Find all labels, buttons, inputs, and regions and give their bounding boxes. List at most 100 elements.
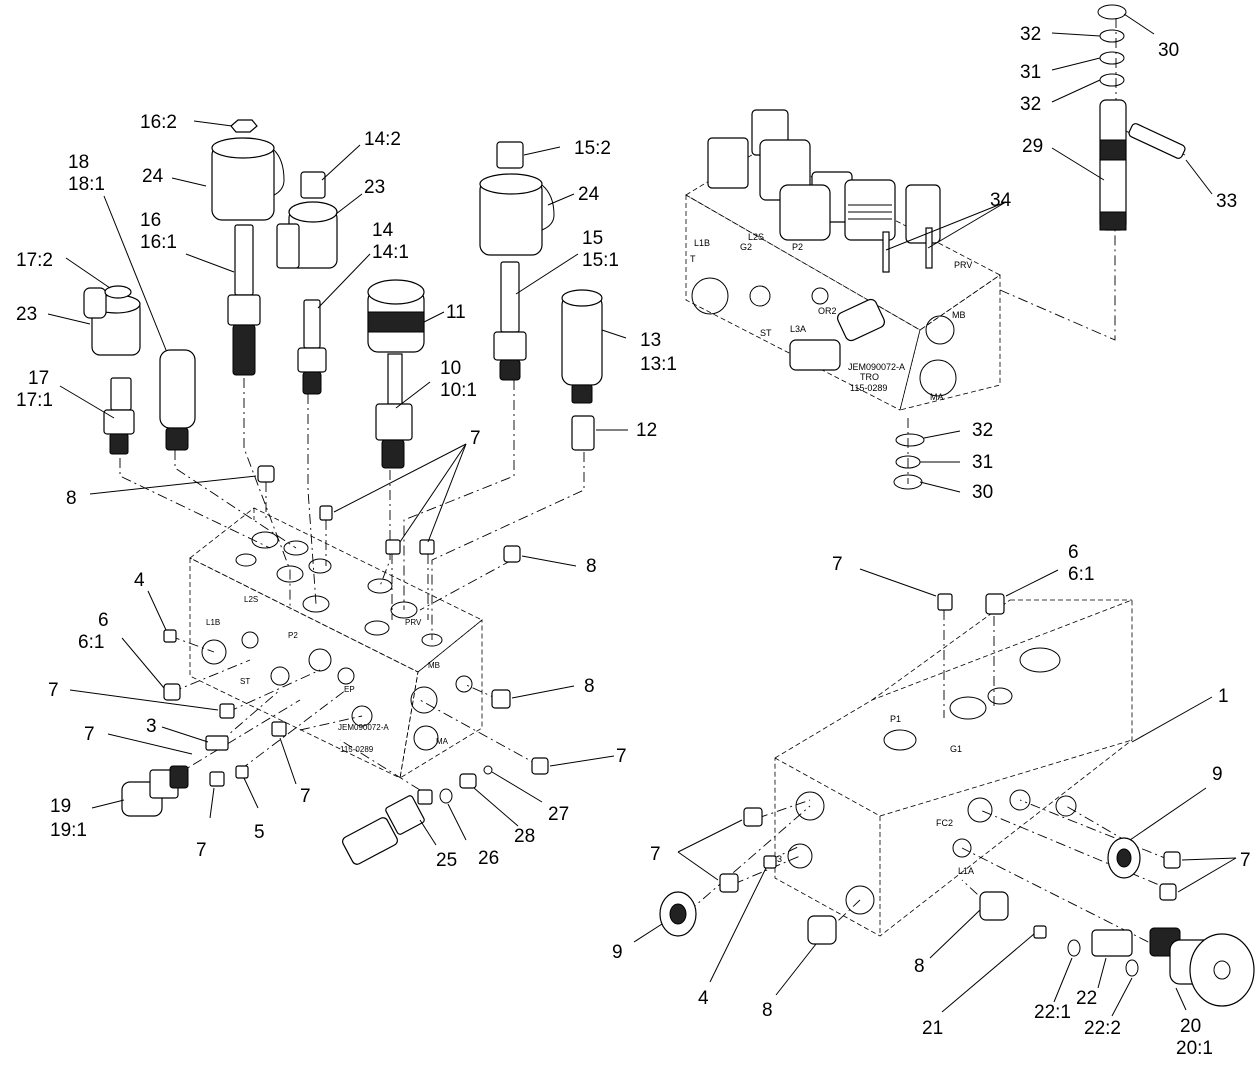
port-label: OR2 bbox=[818, 306, 837, 316]
callout-17-2: 17:2 bbox=[16, 250, 53, 271]
port-label: MA bbox=[436, 737, 449, 746]
cartridge-17 bbox=[103, 377, 135, 455]
callout-34: 34 bbox=[990, 190, 1012, 211]
spacer-28 bbox=[459, 773, 477, 789]
bottom-right-manifold-block: P1 G1 FC2 L1A G3 bbox=[770, 599, 1133, 937]
port-label: P1 bbox=[890, 714, 901, 724]
callout-24: 24 bbox=[578, 184, 600, 205]
callout-11: 11 bbox=[446, 302, 466, 323]
callout-9: 9 bbox=[612, 942, 623, 963]
plug-8 bbox=[807, 915, 837, 945]
stamp-text: 115-0289 bbox=[850, 383, 887, 393]
port-label: MB bbox=[952, 310, 966, 320]
plug-6 bbox=[163, 683, 181, 701]
port-label: ST bbox=[760, 328, 772, 338]
plug-7 bbox=[743, 807, 763, 827]
plug-7 bbox=[1163, 851, 1181, 869]
plug-4 bbox=[763, 855, 777, 869]
callout-8: 8 bbox=[584, 676, 595, 697]
stamp-text: JEM090072-A bbox=[848, 362, 905, 372]
stamp-text: JEM090072-A bbox=[338, 723, 389, 732]
callout-25: 25 bbox=[436, 850, 457, 871]
port-label: L3A bbox=[790, 324, 806, 334]
plug-7 bbox=[419, 539, 435, 555]
cartridge-15 bbox=[493, 261, 527, 381]
cartridge-12 bbox=[571, 415, 595, 451]
callout-30: 30 bbox=[972, 482, 993, 503]
port-label: EP bbox=[344, 685, 355, 694]
callout-23: 23 bbox=[16, 304, 37, 325]
cartridge-18 bbox=[159, 349, 196, 451]
callout-1: 1 bbox=[1218, 686, 1229, 707]
port-label: L1B bbox=[694, 238, 710, 248]
callout-8: 8 bbox=[586, 556, 597, 577]
port-label: MB bbox=[428, 661, 440, 670]
callout-31: 31 bbox=[972, 452, 993, 473]
port-label: P2 bbox=[792, 242, 803, 252]
plug-8 bbox=[979, 891, 1009, 921]
knob-11 bbox=[367, 279, 425, 353]
fitting-9-right bbox=[1107, 837, 1141, 879]
callout-28: 28 bbox=[514, 826, 535, 847]
stamp-text: 115-0289 bbox=[340, 745, 374, 754]
plug-21 bbox=[1033, 925, 1047, 939]
valve-19 bbox=[121, 765, 189, 817]
ball-27 bbox=[483, 765, 493, 775]
callout-7: 7 bbox=[48, 680, 59, 701]
plug-7 bbox=[319, 505, 333, 521]
callout-33: 33 bbox=[1216, 191, 1237, 212]
callout-15-2: 15:2 bbox=[574, 138, 611, 159]
port-label: PRV bbox=[405, 618, 422, 627]
callout-3: 3 bbox=[146, 716, 157, 737]
callout-5: 5 bbox=[254, 822, 265, 843]
plug-7 bbox=[1159, 883, 1177, 901]
callout-32: 32 bbox=[972, 420, 993, 441]
spool-29 bbox=[1099, 99, 1127, 231]
callout-23: 23 bbox=[364, 177, 385, 198]
callout-32: 32 bbox=[1020, 24, 1041, 45]
sensor-25 bbox=[342, 789, 433, 865]
callout-22-2: 22:2 bbox=[1084, 1018, 1121, 1039]
callout-8: 8 bbox=[914, 956, 925, 977]
cartridge-10 bbox=[375, 353, 413, 469]
fitting-22 bbox=[1091, 929, 1133, 957]
callout-labels: 32 30 31 32 29 33 34 32 31 30 16:2 14:2 … bbox=[16, 24, 1251, 1059]
callout-7: 7 bbox=[1240, 850, 1251, 871]
fitting-9-left bbox=[659, 891, 697, 937]
callout-22-1: 22:1 bbox=[1034, 1002, 1071, 1023]
callout-7: 7 bbox=[470, 428, 481, 449]
callout-32: 32 bbox=[1020, 94, 1041, 115]
port-label: T bbox=[690, 254, 696, 264]
valve-20 bbox=[1149, 927, 1255, 1007]
callout-24: 24 bbox=[142, 166, 164, 187]
plug-7 bbox=[271, 721, 287, 737]
callout-26: 26 bbox=[478, 848, 499, 869]
plug-6 bbox=[985, 593, 1005, 615]
port-label: L2S bbox=[244, 595, 258, 604]
assembled-manifold: L1B T L2S G2 P2 ST L3A OR2 PRV MB MA JEM… bbox=[685, 109, 1001, 411]
left-manifold-block: L1B L2S P2 ST PRV MB MA EP JEM090072-A 1… bbox=[189, 507, 483, 779]
port-label: G2 bbox=[740, 242, 752, 252]
valve-13 bbox=[561, 289, 603, 404]
stamp-text: TRO bbox=[860, 372, 879, 382]
port-label: L2S bbox=[748, 232, 764, 242]
cartridge-16 bbox=[227, 224, 261, 376]
callout-7: 7 bbox=[832, 554, 843, 575]
port-label: G1 bbox=[950, 744, 962, 754]
assembly-lines bbox=[119, 18, 1186, 961]
port-label: ST bbox=[240, 677, 250, 686]
cartridge-14 bbox=[297, 299, 327, 395]
port-label: PRV bbox=[954, 260, 972, 270]
retainer-stack-top bbox=[1097, 4, 1127, 87]
callout-27: 27 bbox=[548, 804, 569, 825]
plug-7 bbox=[531, 757, 549, 775]
